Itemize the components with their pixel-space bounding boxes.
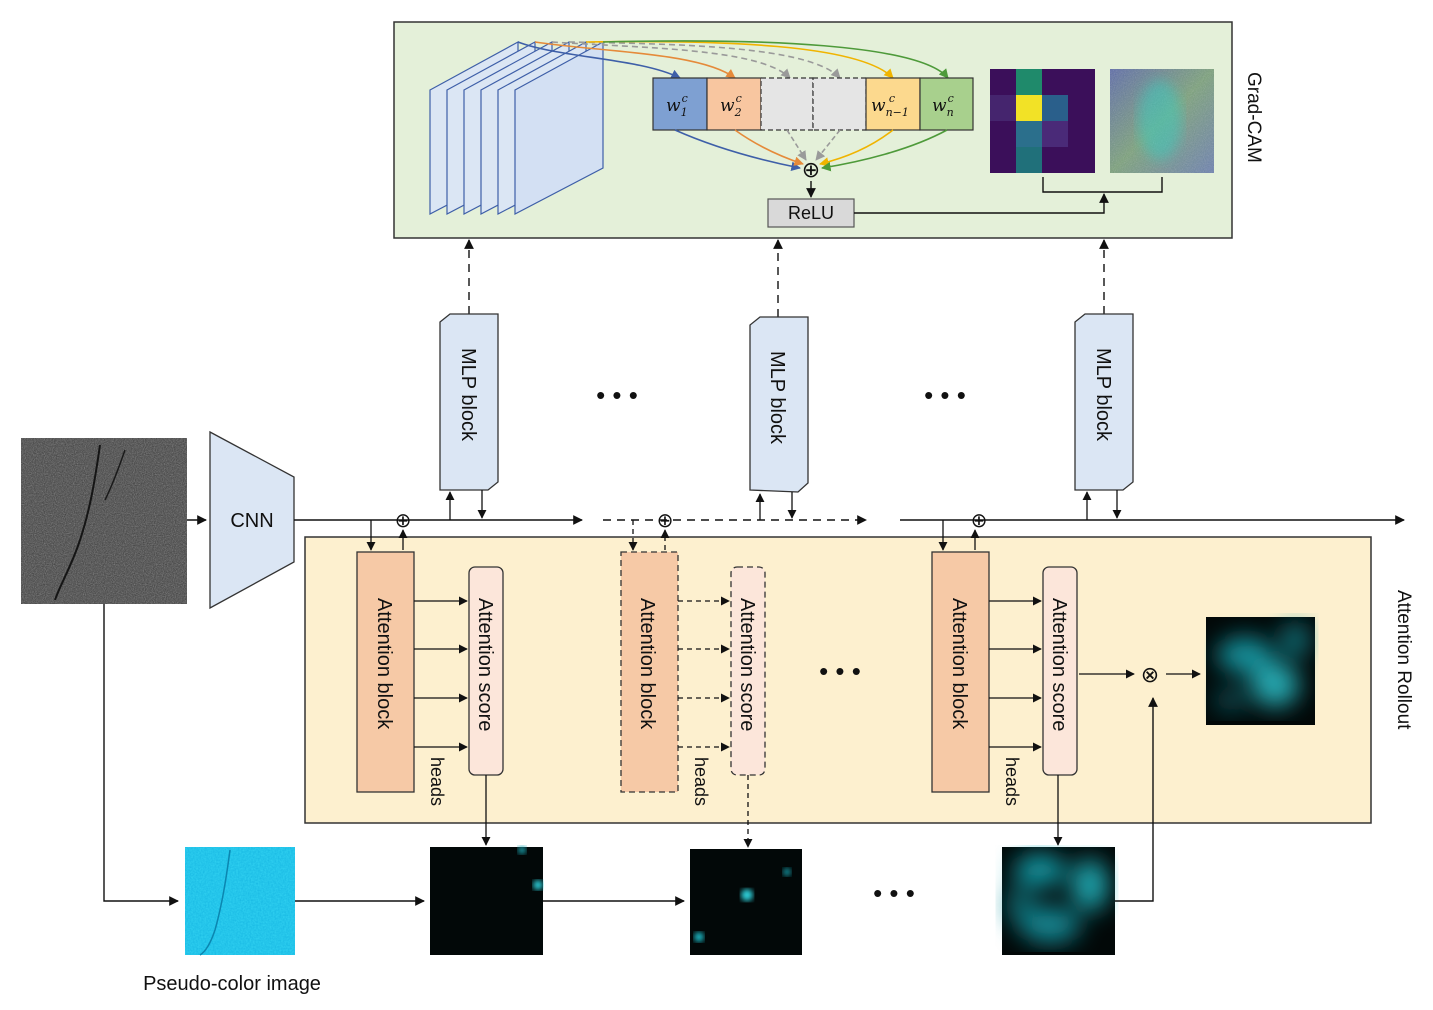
sum-operator: ⊕: [802, 157, 820, 182]
residual-add-2: ⊕: [657, 510, 674, 532]
multiply-operator: ⊗: [1141, 662, 1159, 687]
attention-block-1: Attention block: [356, 551, 415, 793]
mlp-block-2: MLP block: [749, 316, 809, 493]
attention-rollout-title: Attention Rollout: [1393, 590, 1414, 730]
ellipsis-rollout: • • •: [819, 656, 861, 686]
sum-arrows: [674, 129, 948, 172]
ellipsis-mlp-1: • • •: [596, 380, 638, 410]
attention-score-3: Attention score: [1042, 566, 1078, 776]
mlp-block-3: MLP block: [1074, 313, 1134, 491]
rollout-output-map: [1206, 617, 1315, 725]
grad-cam-title: Grad-CAM: [1243, 72, 1264, 163]
weight-wn-label: wnc: [932, 92, 954, 119]
pseudo-color-caption: Pseudo-color image: [143, 973, 321, 995]
grad-cam-overlay-image: [1110, 69, 1214, 173]
cnn-encoder: CNN: [209, 430, 295, 610]
relu-label: ReLU: [788, 203, 834, 223]
mlp-block-1: MLP block: [439, 313, 499, 491]
heads-label-2: heads: [691, 757, 711, 806]
weight-wn-1-label: wn−1c: [871, 92, 909, 119]
residual-add-3: ⊕: [971, 510, 988, 532]
svg-text:MLP block: MLP block: [457, 348, 479, 442]
svg-text:Attention block: Attention block: [636, 598, 658, 730]
feature-maps: [429, 40, 604, 215]
attention-map-2: [690, 849, 802, 955]
attention-block-3: Attention block: [931, 551, 990, 793]
ellipsis-mlp-2: • • •: [924, 380, 966, 410]
weight-arrows: [517, 40, 949, 79]
relu-box: [767, 198, 855, 228]
svg-text:Attention block: Attention block: [948, 598, 970, 730]
svg-text:MLP block: MLP block: [1092, 348, 1114, 442]
weight-vector: w1c w2c wn−1c wnc: [652, 77, 974, 131]
attention-map-1: [430, 846, 543, 955]
weight-w2-label: w2c: [720, 92, 742, 119]
weight-w1-label: w1c: [666, 92, 688, 119]
heads-label-3: heads: [1002, 757, 1022, 806]
residual-add-1: ⊕: [395, 510, 412, 532]
attention-block-2: Attention block: [620, 551, 679, 793]
heads-label-1: heads: [427, 757, 447, 806]
svg-text:Attention score: Attention score: [736, 598, 758, 731]
svg-text:Attention score: Attention score: [474, 598, 496, 731]
pseudo-color-image: [185, 847, 295, 956]
attention-score-1: Attention score: [468, 566, 504, 776]
grad-cam-heatmap: [990, 69, 1095, 173]
svg-text:Attention block: Attention block: [373, 598, 395, 730]
svg-text:CNN: CNN: [230, 510, 273, 532]
attention-map-3: [1002, 847, 1115, 955]
ellipsis-bottom: • • •: [873, 878, 915, 908]
input-image: [21, 438, 187, 604]
svg-text:MLP block: MLP block: [766, 351, 788, 445]
svg-text:Attention score: Attention score: [1048, 598, 1070, 731]
attention-score-2: Attention score: [730, 566, 766, 776]
